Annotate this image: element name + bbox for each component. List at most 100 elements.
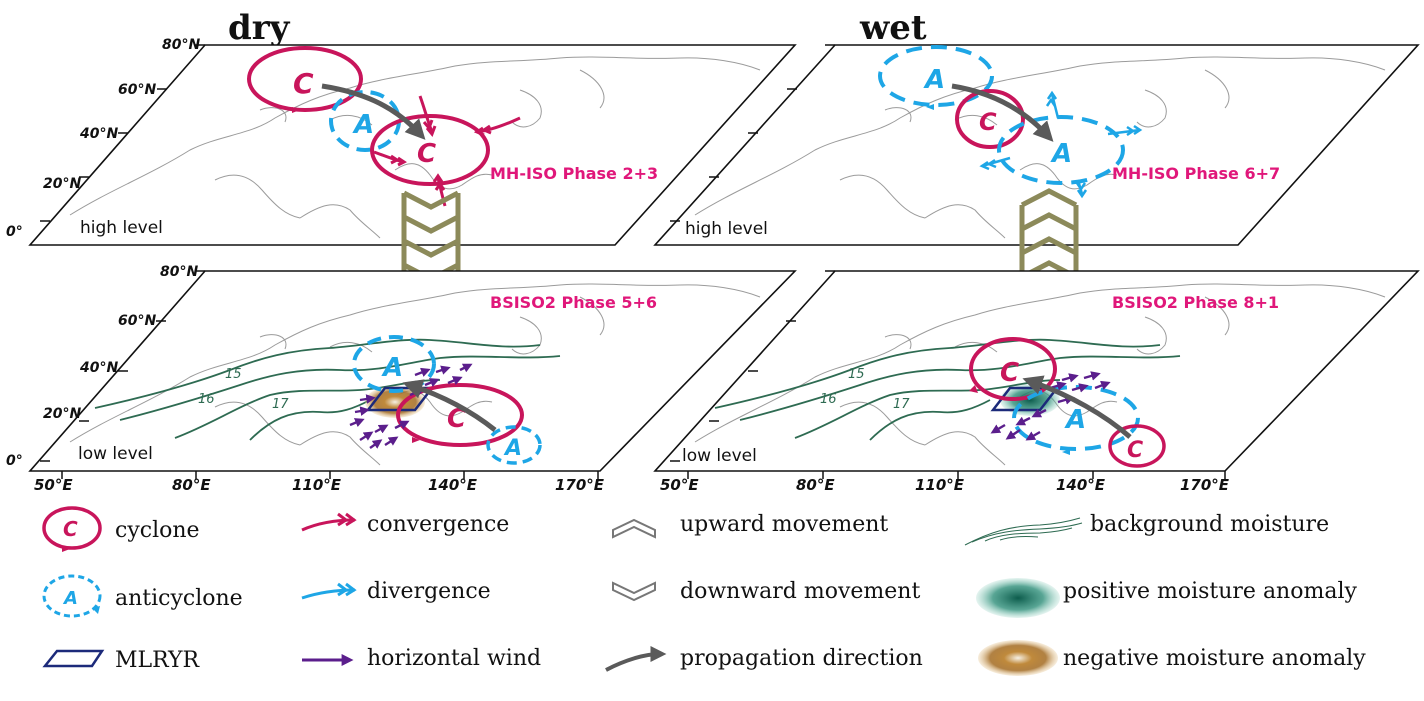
dry-low-anticyclone-1-letter: A	[381, 353, 403, 383]
dry-low-lat-0: 0°	[6, 453, 23, 469]
wet-lon-ticks	[687, 471, 1226, 479]
wet-lon-50: 50°E	[660, 476, 699, 494]
legend-anticyclone-icon	[42, 574, 102, 618]
dry-high-anticyclone-letter: A	[352, 110, 374, 140]
wet-low-moisture-contours	[714, 338, 1181, 441]
legend-negative-moisture-label: negative moisture anomaly	[1063, 646, 1366, 671]
wet-high-propagation-arrow	[951, 83, 1054, 142]
wet-low-cyclone-2: C	[1108, 424, 1166, 468]
dry-low-lat-ticks	[40, 270, 205, 462]
dry-low-lat-60: 60°N	[118, 313, 156, 329]
dry-contour-15: 15	[225, 367, 242, 382]
wet-title: wet	[859, 8, 927, 48]
wet-horizontal-winds	[990, 371, 1111, 441]
legend-negative-moisture-icon	[978, 640, 1058, 676]
legend-upward: upward movement	[612, 512, 888, 539]
legend-downward-icon	[612, 581, 656, 602]
wet-contour-16: 16	[820, 392, 837, 407]
legend-cyclone-icon	[42, 506, 102, 550]
dry-high-level-label: high level	[80, 218, 163, 238]
dry-lon-ticks	[61, 471, 599, 479]
dry-title: dry	[228, 8, 291, 48]
dry-low-level-label: low level	[78, 444, 153, 464]
dry-low-anticyclone-2-letter: A	[503, 436, 522, 461]
wet-lon-170: 170°E	[1180, 476, 1230, 494]
dry-high-lat-0: 0°	[6, 224, 23, 240]
legend-propagation-icon	[605, 646, 667, 672]
legend-positive-moisture-icon	[976, 578, 1060, 618]
legend-background-moisture-icon	[964, 517, 1083, 546]
wet-low-cyclone-1-letter: C	[1000, 358, 1019, 388]
dry-high-cyclone-2: C	[370, 114, 490, 186]
wet-high-anticyclone-1: A	[878, 45, 994, 110]
legend-cyclone-letter: C	[63, 517, 78, 541]
dry-low-anticyclone-1: A	[352, 335, 436, 393]
dry-low-cyclone-letter: C	[447, 404, 466, 434]
legend-anticyclone-letter: A	[62, 588, 78, 609]
dry-high-lat-20: 20°N	[43, 176, 81, 192]
dry-lon-50: 50°E	[34, 476, 73, 494]
legend-upward-label: upward movement	[680, 512, 888, 537]
dry-lon-110: 110°E	[292, 476, 342, 494]
wet-high-lat-ticks	[670, 44, 835, 222]
dry-high-convergence-arrows	[373, 95, 521, 207]
wet-contour-17: 17	[893, 397, 910, 412]
dry-high-cyclone-1: C	[247, 46, 363, 113]
legend-horizontal-wind: horizontal wind	[302, 646, 541, 671]
wet-low-cyclone-2-letter: C	[1127, 438, 1143, 463]
legend-mlryr: MLRYR	[42, 648, 201, 673]
wet-low-cyclone-1: C	[969, 337, 1057, 401]
wet-low-lat-ticks	[670, 270, 835, 462]
wet-low-propagation-arrow	[1022, 375, 1132, 439]
legend-divergence-icon	[301, 582, 357, 600]
wet-low-anticyclone-letter: A	[1064, 405, 1086, 435]
legend-positive-moisture-label: positive moisture anomaly	[1063, 579, 1357, 604]
wet-contour-15: 15	[848, 367, 865, 382]
legend-background-moisture-label: background moisture	[1090, 512, 1329, 537]
legend-background-moisture: background moisture	[964, 512, 1329, 546]
dry-panel: dry 80°N 60°N 40°N 20°N 0° high level MH…	[6, 8, 797, 494]
dry-contour-17: 17	[272, 397, 289, 412]
dry-lon-170: 170°E	[555, 476, 605, 494]
legend-convergence-label: convergence	[367, 512, 509, 537]
legend-propagation: propagation direction	[605, 646, 923, 672]
wet-high-plane	[653, 44, 1420, 246]
legend-anticyclone: A anticyclone	[42, 574, 243, 618]
dry-contour-16: 16	[198, 392, 215, 407]
legend-propagation-label: propagation direction	[680, 646, 923, 671]
legend-convergence: convergence	[301, 512, 509, 537]
wet-high-anticyclone-2-letter: A	[1050, 139, 1072, 169]
dry-high-lat-80: 80°N	[162, 37, 200, 53]
wet-high-cyclone: C	[955, 89, 1025, 149]
dry-low-moisture-contours	[94, 338, 561, 441]
dry-high-phase: MH-ISO Phase 2+3	[490, 164, 658, 183]
legend-mlryr-label: MLRYR	[115, 648, 201, 673]
dry-high-cyclone-1-letter: C	[293, 67, 314, 100]
legend-divergence: divergence	[301, 579, 491, 604]
dry-low-phase: BSISO2 Phase 5+6	[490, 293, 657, 312]
legend-cyclone: C cyclone	[42, 506, 200, 552]
legend-cyclone-label: cyclone	[115, 518, 200, 543]
dry-low-propagation-arrow	[402, 379, 497, 432]
wet-panel: wet high level MH-ISO Phase 6+7 A C A	[653, 8, 1420, 494]
wet-low-phase: BSISO2 Phase 8+1	[1112, 293, 1279, 312]
legend-anticyclone-label: anticyclone	[115, 586, 243, 611]
dry-high-lat-60: 60°N	[118, 82, 156, 98]
dry-high-lat-ticks	[40, 44, 205, 222]
wet-lon-80: 80°E	[796, 476, 835, 494]
legend-positive-moisture: positive moisture anomaly	[976, 578, 1357, 618]
legend: C cyclone A anticyclone MLRYR convergenc…	[42, 506, 1366, 676]
dry-low-anticyclone-2: A	[486, 425, 542, 465]
wet-high-level-label: high level	[685, 219, 768, 239]
legend-divergence-label: divergence	[367, 579, 491, 604]
dry-low-lat-80: 80°N	[160, 264, 198, 280]
dry-low-lat-40: 40°N	[79, 360, 118, 376]
legend-negative-moisture: negative moisture anomaly	[978, 640, 1366, 676]
dry-high-plane	[28, 44, 797, 246]
legend-upward-icon	[612, 518, 656, 539]
wet-low-level-label: low level	[682, 446, 757, 466]
wet-high-phase: MH-ISO Phase 6+7	[1112, 164, 1280, 183]
wet-high-anticyclone-1-letter: A	[923, 65, 945, 95]
wet-high-anticyclone-2: A	[997, 115, 1125, 185]
